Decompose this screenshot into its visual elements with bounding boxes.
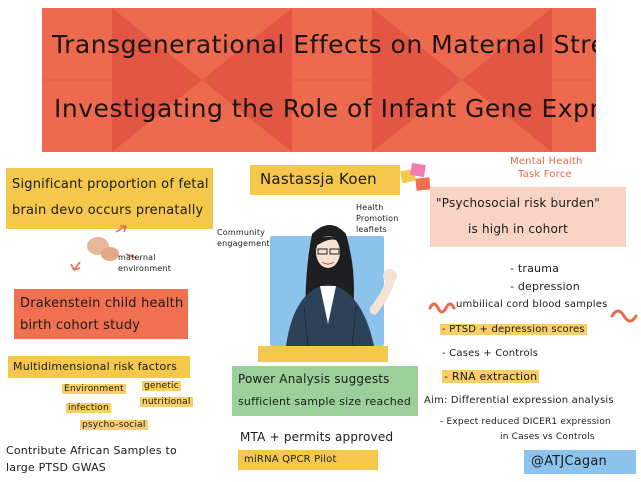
cohort-line-2: birth cohort study: [20, 318, 141, 333]
portrait-desk: [258, 346, 388, 362]
taskforce-line-1: Mental Health: [510, 156, 583, 167]
cohort-line-1: Drakenstein child health: [20, 296, 184, 311]
risk-genetic: genetic: [142, 381, 181, 391]
risk-heading: Multidimensional risk factors: [13, 360, 178, 373]
expect-line-1: - Expect reduced DICER1 expression: [440, 417, 611, 427]
maternal-env-line-2: environment: [118, 264, 172, 273]
health-line-1: Health: [356, 203, 384, 212]
rna-extraction: - RNA extraction: [442, 370, 540, 383]
burden-line-1: "Psychosocial risk burden": [436, 196, 601, 210]
risk-environment: Environment: [62, 384, 126, 394]
mta-permits: MTA + permits approved: [240, 430, 394, 444]
community-line-2: engagement: [217, 239, 270, 248]
umbilical-samples: umbilical cord blood samples: [456, 299, 608, 310]
speaker-portrait: [286, 225, 397, 347]
risk-heading-box: [8, 356, 190, 378]
title-line-1: Transgenerational Effects on Maternal St…: [52, 30, 596, 59]
risk-nutritional: nutritional: [140, 397, 193, 407]
power-line-1: Power Analysis suggests: [238, 372, 390, 386]
handle-box: [524, 450, 636, 474]
risk-psychosocial: psycho-social: [80, 420, 148, 430]
mirna-pilot: miRNA QPCR Pilot: [244, 454, 337, 465]
title-banner: Transgenerational Effects on Maternal St…: [42, 8, 596, 152]
burden-box: [430, 187, 626, 247]
power-line-2: sufficient sample size reached: [238, 395, 412, 408]
health-line-2: Promotion: [356, 214, 399, 223]
taskforce-line-2: Task Force: [518, 169, 572, 180]
aim-differential: Aim: Differential expression analysis: [424, 395, 614, 406]
expect-line-2: in Cases vs Controls: [500, 432, 595, 442]
mirna-box: [238, 450, 378, 470]
twitter-handle: @ATJCagan: [531, 454, 607, 469]
risk-infection: infection: [66, 403, 111, 413]
contribute-line-2: large PTSD GWAS: [6, 461, 106, 474]
banner-triangle-pattern: [42, 8, 596, 152]
umbilical-cord-end-sketch: [610, 309, 638, 323]
maternal-env-line-1: maternal: [118, 253, 156, 262]
ptsd-scores: - PTSD + depression scores: [440, 324, 587, 335]
speaker-box: [250, 165, 400, 195]
power-analysis-box: [232, 366, 418, 416]
contribute-line-1: Contribute African Samples to: [6, 444, 177, 457]
fetal-brain-box: [6, 168, 213, 229]
community-line-1: Community: [217, 228, 266, 237]
health-line-3: leaflets: [356, 225, 387, 234]
speaker-name: Nastassja Koen: [260, 170, 377, 188]
umbilical-cord-sketch: [428, 302, 456, 314]
title-line-2: Investigating the Role of Infant Gene Ex…: [54, 94, 596, 123]
depression: - depression: [510, 280, 580, 293]
cohort-box: [14, 289, 188, 339]
fetal-brain-line-2: brain devo occurs prenatally: [12, 203, 204, 218]
cases-controls: - Cases + Controls: [442, 348, 539, 359]
brain-sketch: [70, 225, 137, 271]
sticky-notes-sketch: [399, 162, 431, 191]
fetal-brain-line-1: Significant proportion of fetal: [12, 177, 209, 192]
trauma: - trauma: [510, 262, 560, 275]
burden-line-2: is high in cohort: [468, 222, 569, 236]
